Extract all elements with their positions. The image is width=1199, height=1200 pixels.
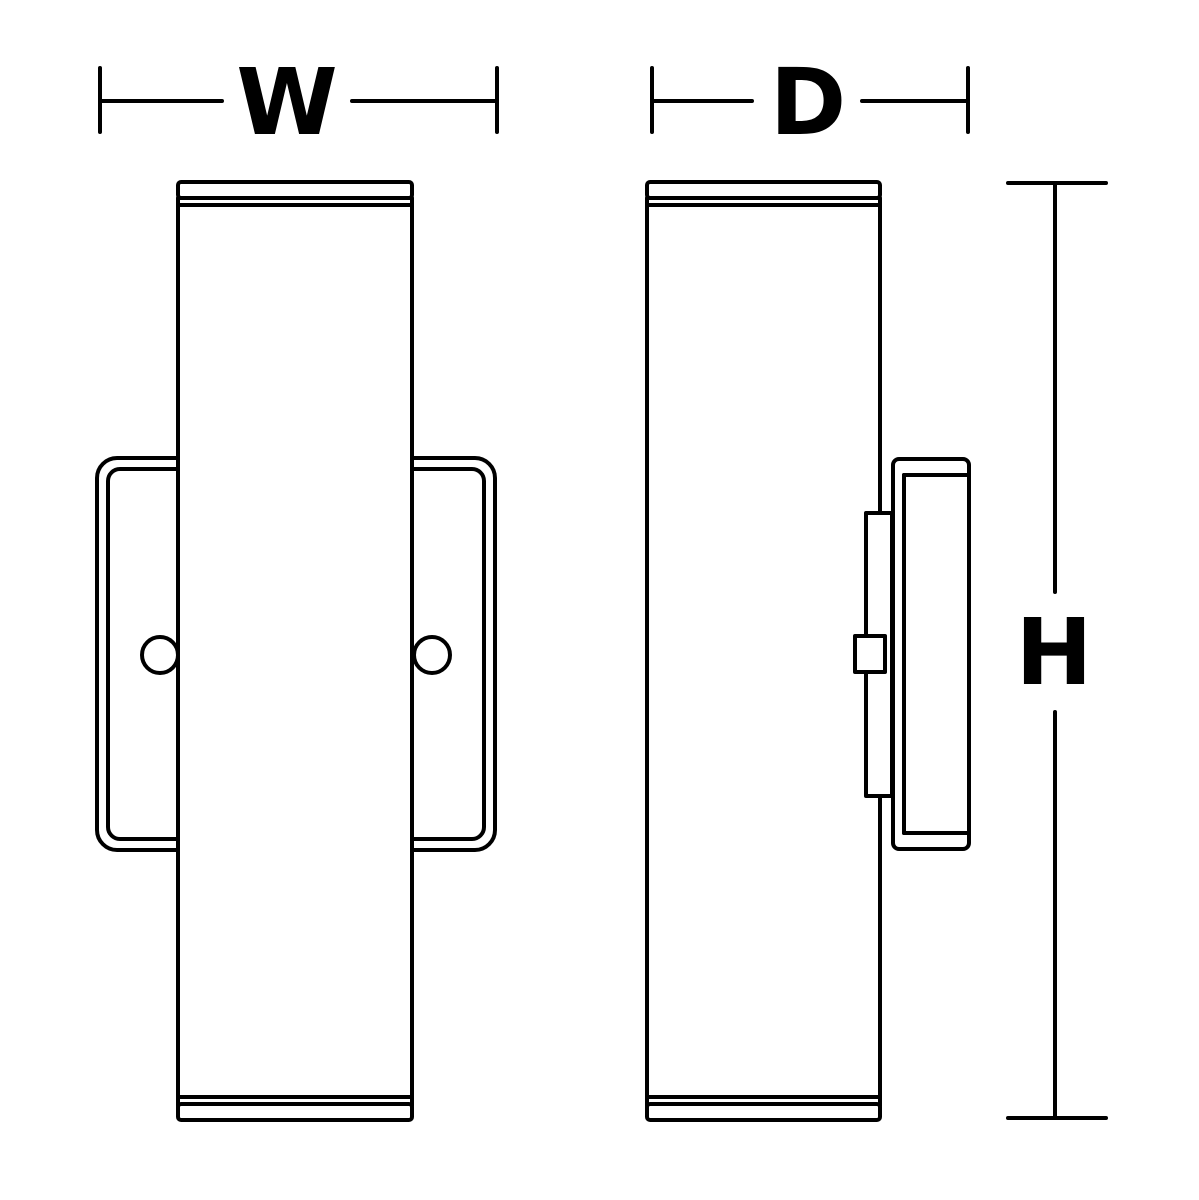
side-wall-plate (891, 457, 971, 851)
right-mounting-hole-icon (412, 635, 452, 675)
side-cylinder-body (645, 196, 882, 1108)
depth-label: D (770, 49, 846, 156)
side-view (645, 180, 971, 1122)
front-top-cap (176, 180, 414, 200)
width-dimension: W (98, 49, 499, 156)
height-dimension: H (1006, 181, 1108, 1120)
width-label: W (236, 49, 337, 156)
depth-dimension: D (650, 49, 970, 156)
side-bottom-cap (645, 1102, 882, 1122)
front-view (95, 180, 497, 1122)
front-bottom-cap (176, 1102, 414, 1122)
side-top-cap (645, 180, 882, 200)
height-label: H (1016, 599, 1093, 706)
left-mounting-hole-icon (140, 635, 180, 675)
side-bracket-screw (853, 634, 887, 674)
front-cylinder-body (176, 196, 414, 1108)
